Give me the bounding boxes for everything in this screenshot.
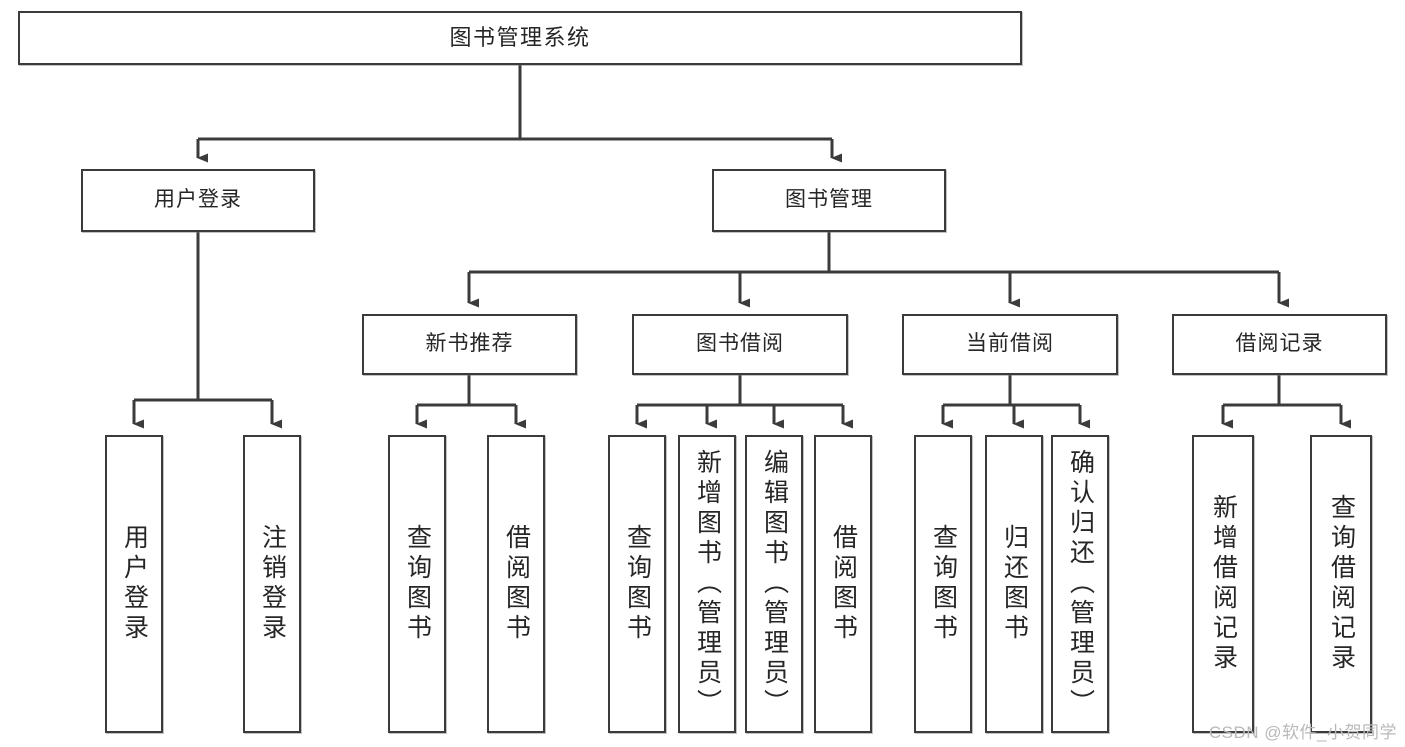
node-leaf-borrow-book-2-label: 借阅图书	[829, 524, 858, 644]
node-leaf-add-book-admin-label: 新增图书（管理员）	[693, 449, 722, 719]
node-book-manage-label: 图书管理	[785, 188, 873, 212]
node-leaf-query-borrow-record[interactable]: 查询借阅记录	[1310, 435, 1372, 733]
node-leaf-user-login[interactable]: 用户登录	[105, 435, 163, 733]
csdn-watermark: CSDN @软件_小贺同学	[1208, 723, 1397, 742]
node-leaf-query-book-2[interactable]: 查询图书	[608, 435, 666, 733]
node-leaf-return-book-label: 归还图书	[1000, 524, 1029, 644]
node-leaf-borrow-book-1[interactable]: 借阅图书	[487, 435, 545, 733]
node-current-borrow[interactable]: 当前借阅	[902, 314, 1118, 375]
node-leaf-add-borrow-record[interactable]: 新增借阅记录	[1192, 435, 1254, 733]
node-root-label: 图书管理系统	[449, 25, 591, 51]
node-book-manage[interactable]: 图书管理	[712, 169, 946, 232]
node-new-book-recommend[interactable]: 新书推荐	[362, 314, 577, 375]
node-leaf-edit-book-admin[interactable]: 编辑图书（管理员）	[745, 435, 803, 733]
node-user-login[interactable]: 用户登录	[81, 169, 315, 232]
node-leaf-edit-book-admin-label: 编辑图书（管理员）	[760, 449, 789, 719]
node-leaf-user-login-label: 用户登录	[120, 524, 149, 644]
node-leaf-return-book[interactable]: 归还图书	[985, 435, 1043, 733]
node-leaf-query-book-3-label: 查询图书	[929, 524, 958, 644]
node-book-borrow-label: 图书借阅	[696, 332, 784, 356]
node-leaf-query-book-1[interactable]: 查询图书	[388, 435, 446, 733]
node-book-borrow[interactable]: 图书借阅	[632, 314, 848, 375]
node-leaf-query-book-3[interactable]: 查询图书	[914, 435, 972, 733]
node-leaf-logout-login[interactable]: 注销登录	[243, 435, 301, 733]
node-leaf-confirm-return-admin[interactable]: 确认归还（管理员）	[1051, 435, 1109, 733]
node-borrow-record-label: 借阅记录	[1235, 332, 1324, 356]
node-new-book-recommend-label: 新书推荐	[425, 332, 514, 356]
node-user-login-label: 用户登录	[154, 188, 242, 212]
node-current-borrow-label: 当前借阅	[966, 332, 1054, 356]
node-leaf-borrow-book-1-label: 借阅图书	[502, 524, 531, 644]
node-root[interactable]: 图书管理系统	[18, 11, 1022, 65]
node-leaf-add-book-admin[interactable]: 新增图书（管理员）	[678, 435, 736, 733]
node-leaf-logout-login-label: 注销登录	[258, 524, 287, 644]
node-leaf-add-borrow-record-label: 新增借阅记录	[1209, 494, 1238, 674]
node-leaf-query-book-2-label: 查询图书	[623, 524, 652, 644]
node-leaf-query-borrow-record-label: 查询借阅记录	[1327, 494, 1356, 674]
node-leaf-query-book-1-label: 查询图书	[403, 524, 432, 644]
node-leaf-confirm-return-admin-label: 确认归还（管理员）	[1066, 449, 1095, 719]
node-borrow-record[interactable]: 借阅记录	[1172, 314, 1387, 375]
node-leaf-borrow-book-2[interactable]: 借阅图书	[814, 435, 872, 733]
